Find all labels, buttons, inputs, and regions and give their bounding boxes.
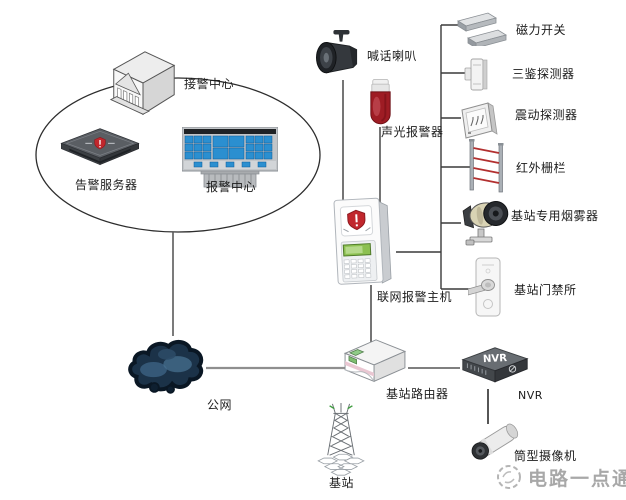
alarm-host-icon: [330, 194, 396, 286]
door-access-icon: [468, 257, 504, 319]
vibration-detector-icon: [458, 101, 498, 139]
watermark-logo-icon: [494, 462, 524, 492]
alarm-server-label: 告警服务器: [75, 178, 138, 192]
magnetic-switch-icon: [456, 12, 512, 46]
base-station-tower-icon: [310, 402, 372, 478]
triple-detector-icon: [464, 58, 490, 92]
speaker-label: 喊话喇叭: [367, 49, 418, 63]
bullet-camera-label: 筒型摄像机: [514, 449, 577, 463]
alarm-center-monitor-wall-icon: [182, 127, 278, 189]
strobe-alarm-label: 声光报警器: [381, 125, 444, 139]
receiving-center-label: 接警中心: [184, 77, 235, 91]
router-icon: [342, 336, 408, 392]
receiving-center-building-icon: [104, 44, 182, 122]
alarm-server-icon: [60, 122, 140, 170]
alarm-host-label: 联网报警主机: [377, 290, 453, 304]
public-network-label: 公网: [207, 398, 233, 412]
public-network-cloud-icon: [124, 330, 208, 402]
lan-ellipse: [35, 77, 321, 233]
smoke-detector-icon: [458, 196, 512, 246]
infrared-fence-label: 红外栅栏: [516, 161, 567, 175]
base-station-label: 基站: [329, 476, 355, 490]
speaker-icon: [312, 28, 362, 82]
smoke-detector-label: 基站专用烟雾器: [511, 209, 599, 223]
nvr-box-text: NVR: [483, 353, 508, 365]
watermark-brand-text: 电路一点通: [528, 468, 626, 490]
vibration-detector-label: 震动探测器: [515, 108, 578, 122]
strobe-alarm-icon: [366, 78, 395, 129]
bullet-camera-icon: [462, 414, 526, 466]
nvr-icon: NVR: [458, 345, 532, 391]
router-label: 基站路由器: [386, 387, 449, 401]
triple-detector-label: 三鉴探测器: [512, 67, 575, 81]
alarm-center-label: 报警中心: [206, 180, 257, 194]
nvr-label: NVR: [518, 389, 543, 402]
infrared-fence-icon: [468, 139, 506, 193]
magnetic-switch-label: 磁力开关: [516, 23, 567, 37]
door-access-label: 基站门禁所: [514, 283, 577, 297]
